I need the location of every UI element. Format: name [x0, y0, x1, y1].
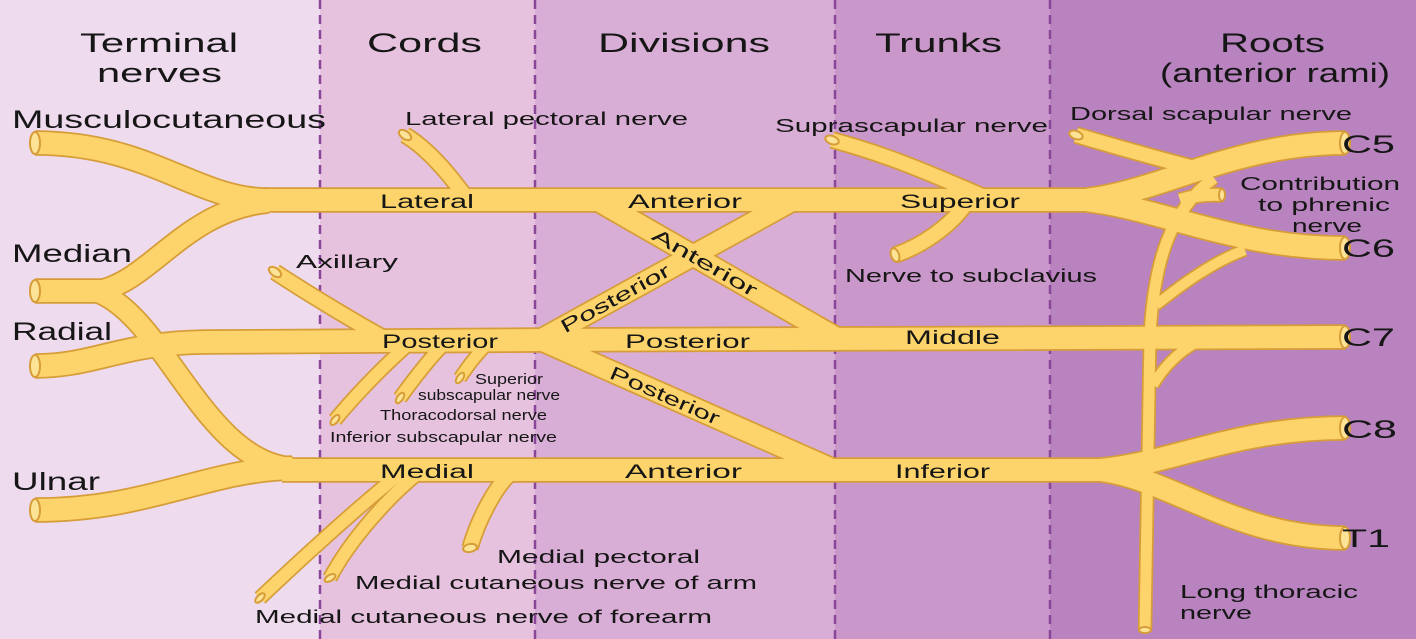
phrenic-cut-end: [1219, 189, 1225, 201]
label-posterior-division: Posterior: [625, 332, 751, 353]
label-c7: C7: [1342, 324, 1395, 352]
label-t1: T1: [1342, 525, 1390, 553]
label-c6: C6: [1342, 235, 1395, 263]
radial-cut-end: [30, 355, 40, 377]
label-long-thoracic-line1: Long thoracic: [1180, 582, 1358, 602]
label-suprascapular-nerve: Suprascapular nerve: [775, 116, 1048, 136]
median-cut-end: [30, 280, 40, 302]
header-cords: Cords: [367, 28, 482, 58]
label-ulnar: Ulnar: [12, 468, 100, 496]
label-superior-subscapular-line2: subscapular nerve: [418, 387, 560, 404]
label-lateral-cord: Lateral: [380, 192, 474, 213]
label-long-thoracic-line2: nerve: [1180, 603, 1252, 623]
label-middle-trunk: Middle: [905, 328, 1000, 349]
label-radial: Radial: [12, 318, 112, 346]
label-thoracodorsal-nerve: Thoracodorsal nerve: [380, 407, 547, 424]
header-terminal-nerves-line2: nerves: [97, 58, 222, 88]
label-median: Median: [12, 240, 132, 268]
label-axillary: Axillary: [296, 252, 398, 272]
label-musculocutaneous: Musculocutaneous: [12, 106, 326, 134]
label-c5: C5: [1342, 131, 1395, 159]
label-nerve-to-subclavius: Nerve to subclavius: [845, 266, 1097, 286]
label-superior-subscapular-line1: Superior: [475, 371, 543, 388]
long-thoracic-cut-end: [1139, 627, 1151, 633]
label-lateral-anterior-division: Anterior: [628, 192, 743, 213]
label-posterior-cord: Posterior: [382, 332, 499, 353]
column-bg-trunks: [835, 0, 1050, 639]
label-lateral-pectoral-nerve: Lateral pectoral nerve: [405, 109, 688, 129]
label-phrenic-line3: nerve: [1292, 216, 1362, 236]
header-divisions: Divisions: [598, 28, 770, 58]
header-trunks: Trunks: [875, 28, 1002, 58]
label-inferior-subscapular-nerve: Inferior subscapular nerve: [330, 429, 557, 446]
label-medial-cutaneous-nerve-of-arm: Medial cutaneous nerve of arm: [355, 573, 757, 593]
label-inferior-trunk: Inferior: [895, 462, 991, 483]
header-roots-line2: (anterior rami): [1160, 58, 1390, 88]
ulnar-cut-end: [30, 499, 40, 521]
label-medial-cord: Medial: [380, 462, 474, 483]
label-superior-trunk: Superior: [900, 192, 1021, 213]
header-roots-line1: Roots: [1220, 28, 1325, 58]
label-dorsal-scapular-nerve: Dorsal scapular nerve: [1070, 104, 1352, 124]
label-phrenic-line1: Contribution: [1240, 174, 1400, 194]
musculocutaneous-cut-end: [30, 132, 40, 154]
label-phrenic-line2: to phrenic: [1258, 195, 1390, 215]
label-medial-pectoral: Medial pectoral: [497, 547, 700, 567]
label-medial-cutaneous-nerve-of-forearm: Medial cutaneous nerve of forearm: [255, 607, 712, 627]
header-terminal-nerves-line1: Terminal: [80, 28, 238, 58]
label-c8: C8: [1342, 416, 1397, 444]
label-medial-anterior-division: Anterior: [625, 462, 743, 483]
